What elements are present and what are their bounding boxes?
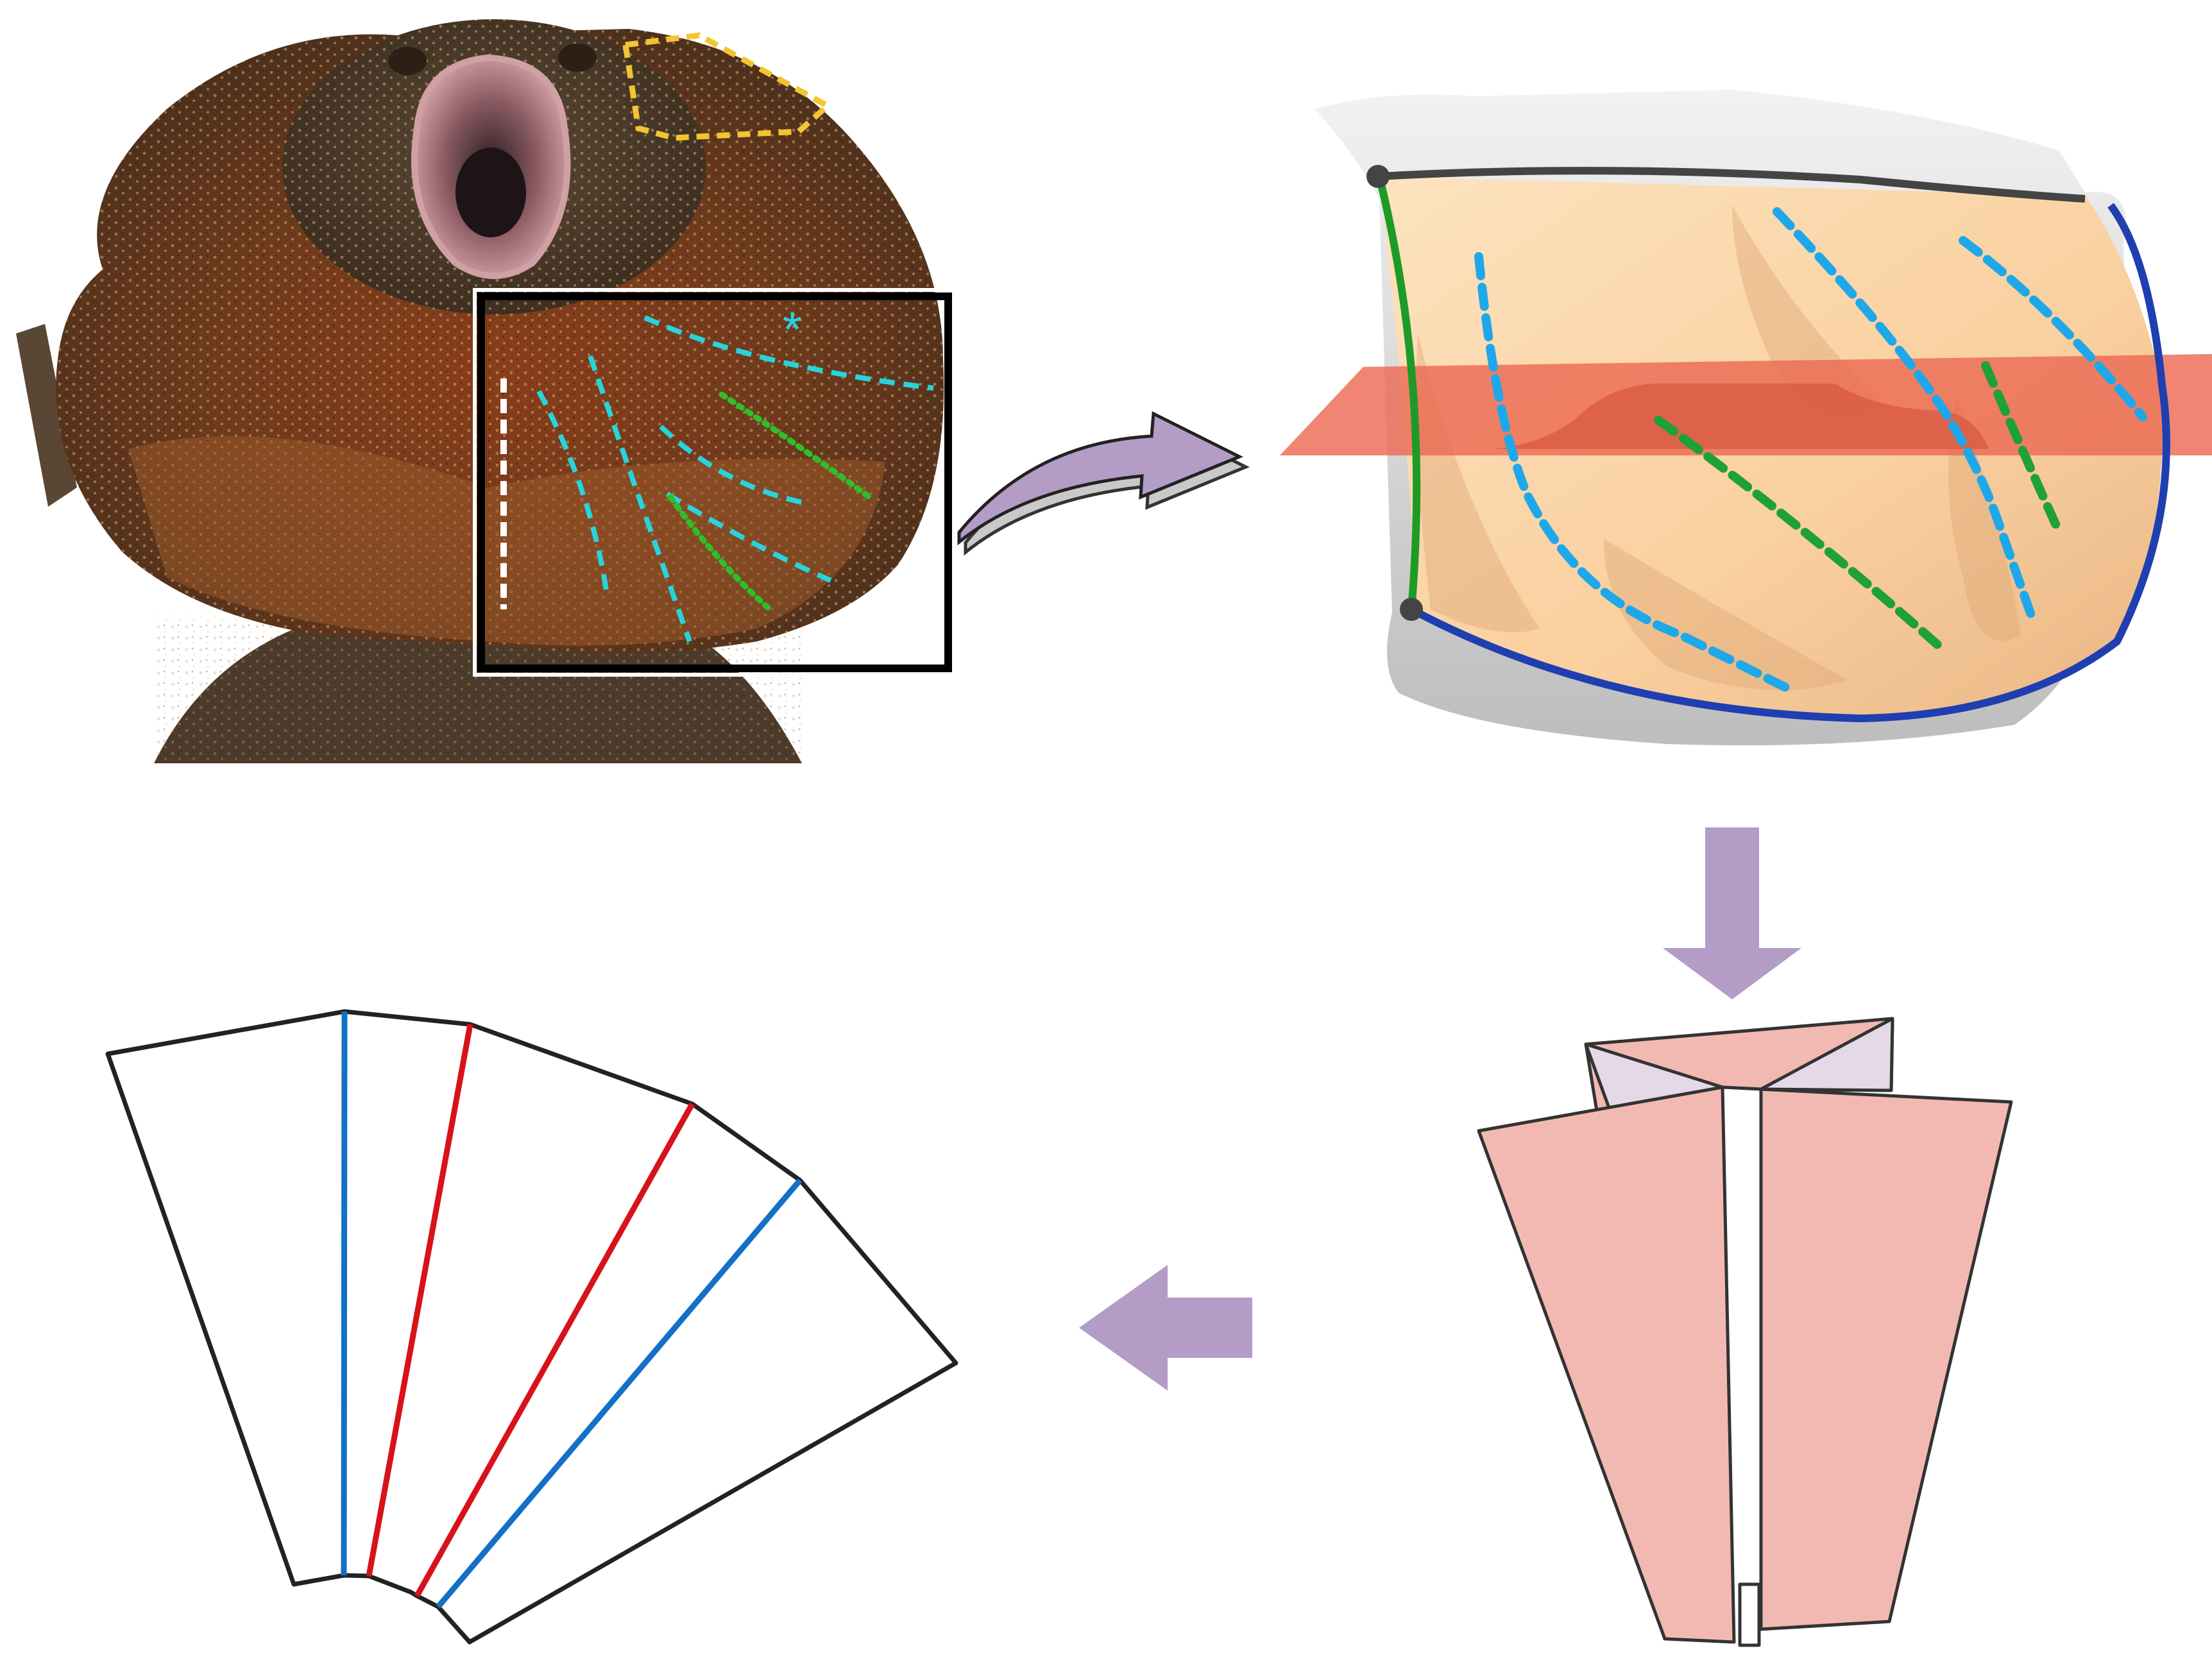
branch	[16, 324, 77, 507]
model-edge-top	[1379, 167, 2086, 203]
lizard-eye-left	[388, 47, 427, 75]
model-edge-bottom	[1409, 203, 2170, 723]
crease-pattern	[105, 1009, 958, 1645]
pattern-crease-red	[366, 1024, 695, 1598]
model-corner-bottom	[1400, 598, 1423, 621]
fold-panel-right	[1759, 1087, 2013, 1631]
lizard-eye-right	[558, 44, 597, 72]
fold-gap	[1738, 1582, 1761, 1647]
annotation-asterisk: *	[783, 301, 802, 357]
model-folds-blue	[1474, 207, 2147, 694]
model-corner-top	[1366, 165, 1390, 188]
zoom-frame	[477, 292, 952, 672]
fold-flap-right	[1759, 1017, 1894, 1092]
curved-arrow-icon	[957, 411, 1250, 556]
down-arrow-icon	[1663, 827, 1801, 999]
left-arrow-icon	[1079, 1265, 1252, 1391]
pattern-outline	[105, 1009, 958, 1645]
section-profile	[1495, 384, 1989, 449]
model-folds-green	[1654, 361, 2064, 649]
annotation-cyan-folds	[536, 315, 934, 643]
pattern-crease-blue	[341, 1011, 803, 1609]
frill-3d-model	[1280, 90, 2212, 745]
model-edge-left	[1375, 175, 1421, 610]
annotation-yellow-region	[622, 32, 833, 141]
lizard-photo: *	[16, 19, 957, 763]
fold-panel-left	[1477, 1085, 1736, 1644]
annotation-green-folds	[667, 391, 872, 613]
folded-paper-model	[1477, 1017, 2013, 1647]
